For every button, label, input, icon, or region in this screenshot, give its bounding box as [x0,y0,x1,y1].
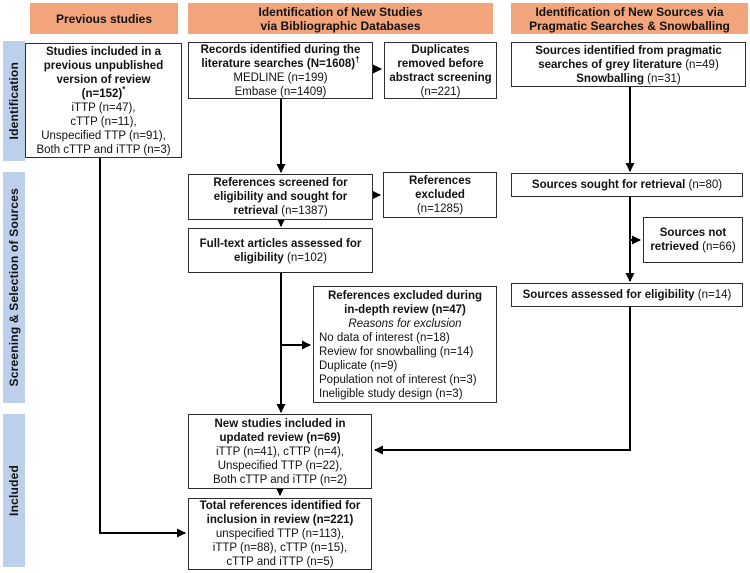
arrow-previous-to-total [99,158,186,538]
sidebar-label: Identification [7,62,21,140]
box-text-line: Total references identified for [199,500,361,512]
box-text-line: Sources sought for retrieval (n=80) [531,179,723,191]
sidebar-label: Screening & Selection of Sources [7,188,21,387]
box-sources-assessed: Sources assessed for eligibility (n=14) [511,283,743,307]
box-text-line: No data of interest (n=18) [319,331,450,344]
sidebar-screening-selection: Screening & Selection of Sources [3,172,25,403]
box-text-line: Duplicate (n=9) [319,359,398,372]
sidebar-identification: Identification [3,41,25,161]
box-text-line: Unspecified TTP (n=22), [217,459,343,472]
box-text-line: retrieval (n=1387) [233,205,328,217]
box-text-line: unspecified TTP (n=113), [215,528,345,540]
box-text-line: version of review [56,73,151,86]
box-text-line: Snowballing (n=31) [576,72,681,85]
box-text-line: cTTP and iTTP (n=5) [226,556,334,568]
box-text-line: Both cTTP and iTTP (n=2) [212,473,348,486]
box-text-line: References screened for [213,177,348,189]
box-total-references: Total references identified for inclusion… [188,498,372,570]
header-label-line1: Identification of New Studies [258,4,423,19]
box-text-line: Unspecified TTP (n=91), [41,129,166,142]
box-references-excluded: References excluded (n=1285) [383,172,497,218]
box-references-screened: References screened for eligibility and s… [188,174,373,220]
box-text-line: Both cTTP and iTTP (n=3) [36,143,171,156]
box-text-line: updated review (n=69) [219,431,341,444]
box-text-line: inclusion in review (n=221) [206,514,354,526]
box-text-line: Review for snowballing (n=14) [319,345,474,358]
box-text-line: Sources not [659,227,727,239]
header-label-line1: Identification of New Sources via [535,4,724,19]
box-text-line: removed before [397,57,484,70]
box-text-line: References [408,175,471,187]
box-text-line: abstract screening [389,71,492,84]
box-text-line: (n=152)* [81,84,126,100]
box-text-line: eligibility (n=102) [233,251,327,264]
box-text-line: iTTP (n=88), cTTP (n=15), [212,542,348,554]
box-text-line: Sources assessed for eligibility (n=14) [522,289,732,301]
header-label-line2: via Bibliographic Databases [260,18,421,33]
box-text-line: Studies included in a [45,45,162,58]
box-text-line: Embase (n=1409) [234,85,327,98]
box-text-line: previous unpublished [43,59,164,72]
box-text-line: Duplicates [411,43,470,56]
box-text-line: retrieved (n=66) [650,241,736,253]
box-text-line: MEDLINE (n=199) [233,71,328,84]
sidebar-label: Included [7,465,21,516]
box-text-line: (n=1285) [416,203,464,215]
box-text-line: iTTP (n=47), [71,101,136,114]
box-text-line: Ineligible study design (n=3) [319,387,463,400]
box-text-line: excluded [415,189,465,201]
box-text-line: in-depth review (n=47) [344,303,466,316]
box-text-line: iTTP (n=41), cTTP (n=4), [215,445,345,458]
box-text-line: Sources identified from pragmatic [535,44,722,57]
box-text-line: Reasons for exclusion [348,317,462,330]
header-label: Previous studies [55,11,153,26]
box-text-line: literature searches (N=1608)† [201,54,360,70]
box-text-line: Population not of interest (n=3) [319,373,477,386]
box-text-line: References excluded during [327,289,483,302]
header-pragmatic-snowballing: Identification of New Sources via Pragma… [511,3,748,34]
box-text-line: Full-text articles assessed for [199,237,362,250]
box-text-line: Records identified during the [200,43,361,56]
sidebar-included: Included [3,414,25,567]
box-text-line: New studies included in [214,417,346,430]
header-previous-studies: Previous studies [30,3,178,34]
box-text-line: cTTP (n=11), [70,115,137,128]
header-label-line2: Pragmatic Searches & Snowballing [529,18,730,33]
box-text-line: eligibility and sought for [213,191,348,203]
header-bibliographic-databases: Identification of New Studies via Biblio… [188,3,493,34]
box-sources-sought: Sources sought for retrieval (n=80) [511,173,743,197]
box-text-line: (n=221) [420,85,461,98]
box-sources-not-retrieved: Sources not retrieved (n=66) [643,217,743,263]
box-text-line: searches of grey literature (n=49) [538,58,719,71]
